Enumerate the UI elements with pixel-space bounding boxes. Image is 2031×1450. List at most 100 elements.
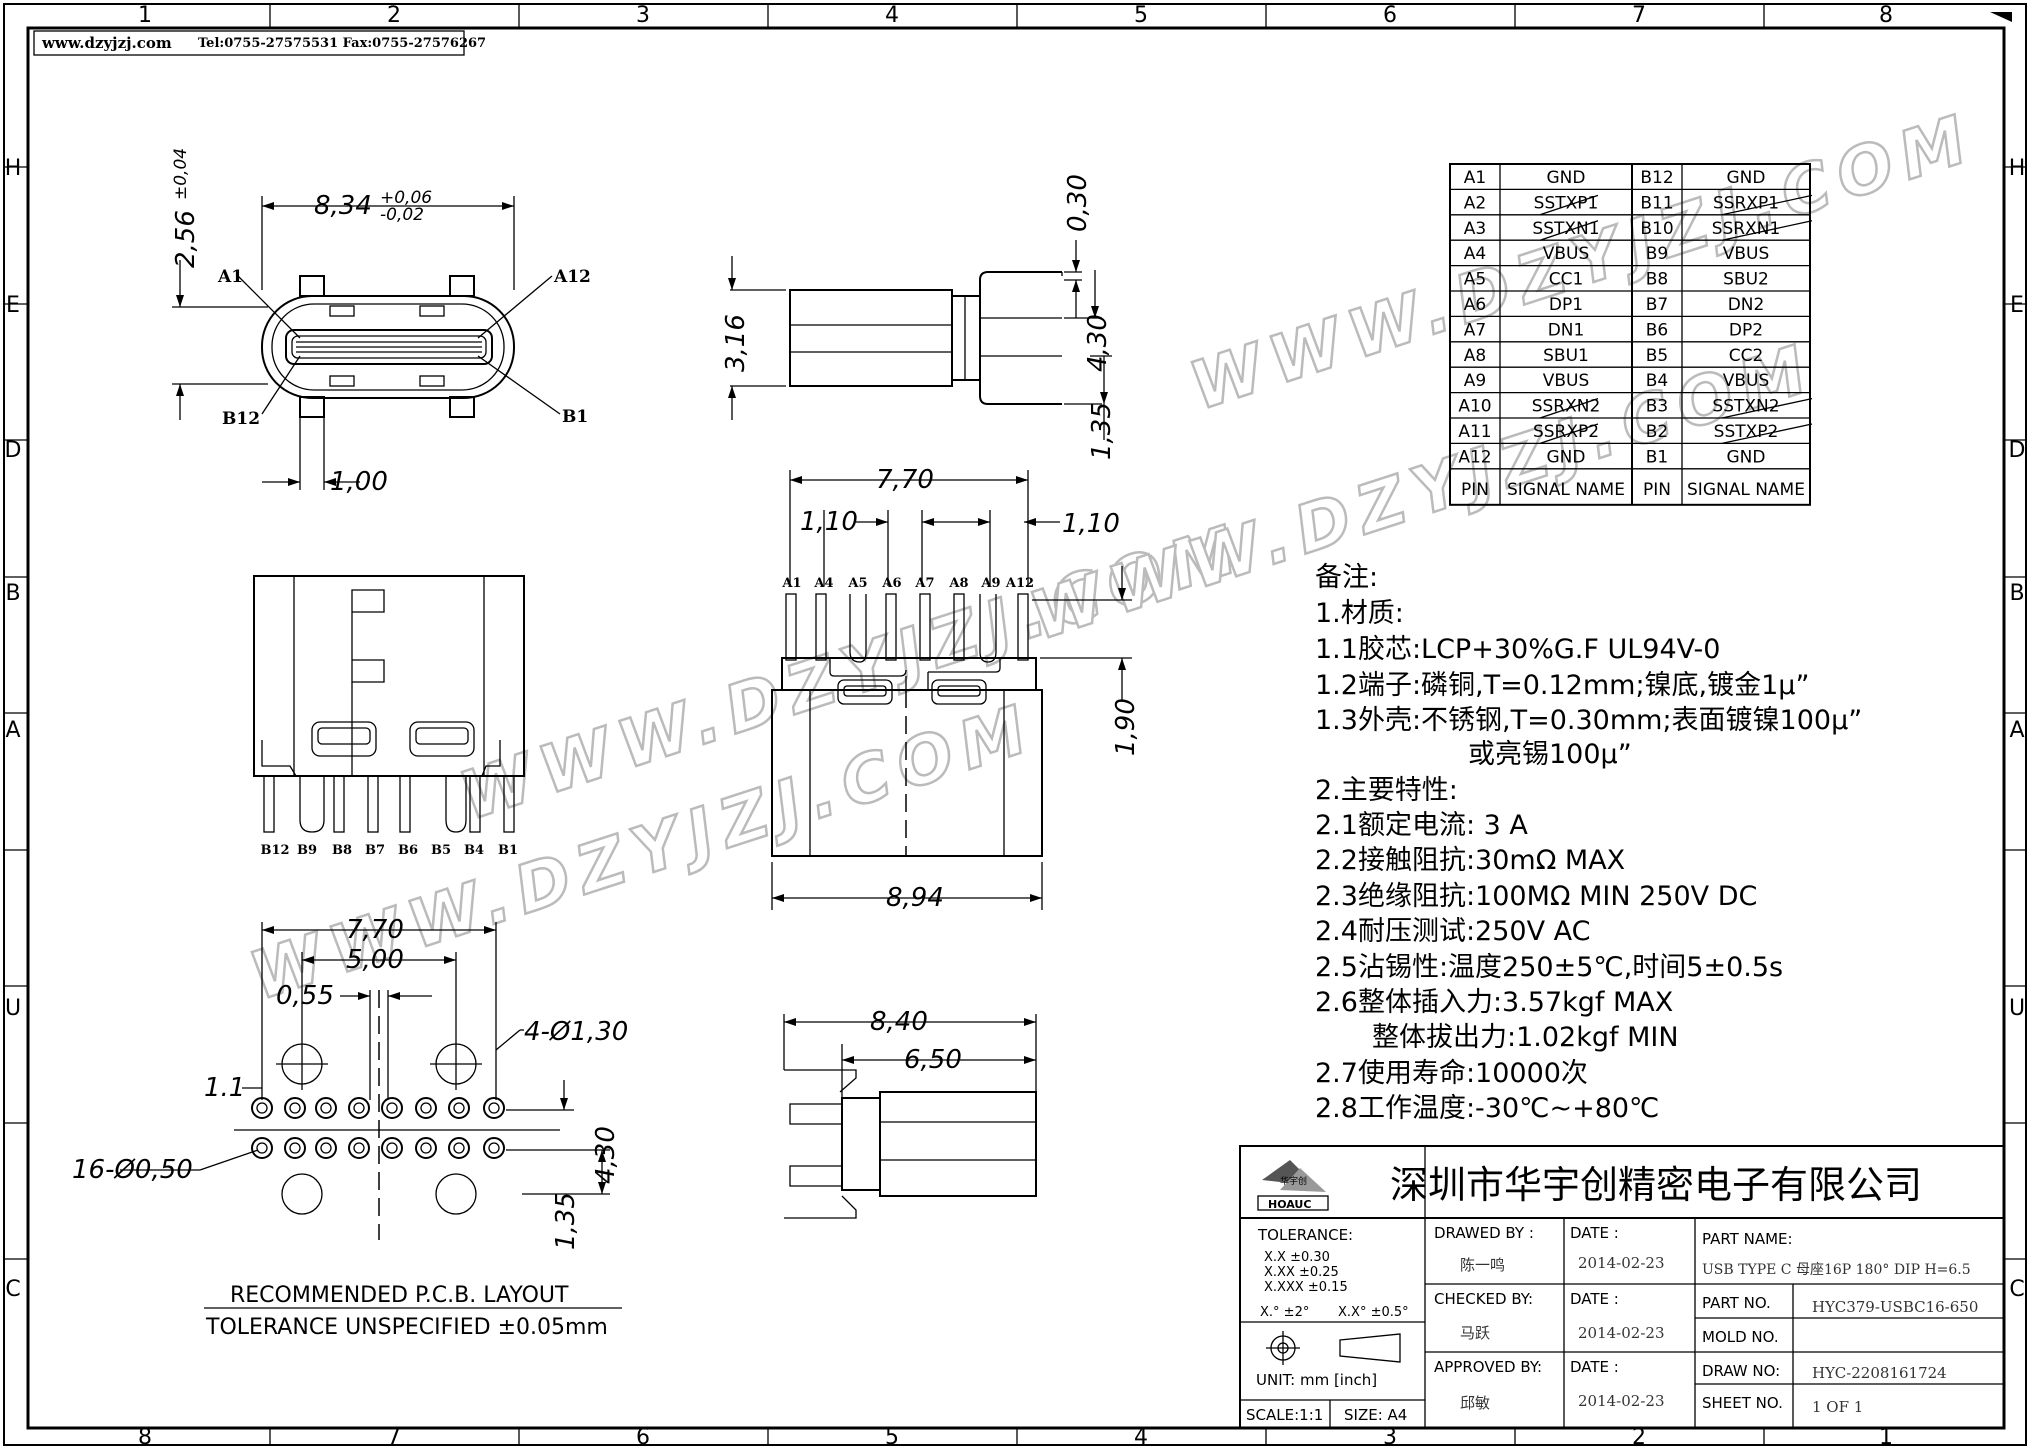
company-name: 深圳市华宇创精密电子有限公司 <box>1390 1163 1922 1207</box>
svg-text:7,70: 7,70 <box>346 915 404 945</box>
svg-text:8,40: 8,40 <box>870 1007 928 1037</box>
svg-text:CHECKED BY:: CHECKED BY: <box>1434 1290 1533 1308</box>
pcb-layout: 7,70 5,00 0,55 4-Ø1,30 1.1 16-Ø0,50 4,30… <box>72 915 628 1340</box>
svg-text:DATE :: DATE : <box>1570 1290 1619 1308</box>
pin-table-header: PIN <box>1461 480 1489 500</box>
pin-table-cell: B10 <box>1640 219 1673 239</box>
pin-table-cell: SSTXP2 <box>1714 422 1779 442</box>
svg-text:H: H <box>5 156 22 181</box>
side-view: 3,16 0,30 4,30 1,35 <box>721 174 1117 460</box>
pin-table-cell: A9 <box>1464 371 1486 391</box>
pcb-pad <box>251 1137 273 1159</box>
pcb-pad-drill <box>353 1142 365 1154</box>
svg-text:7: 7 <box>1632 3 1646 28</box>
svg-text:4,30: 4,30 <box>1083 314 1113 372</box>
svg-text:4-Ø1,30: 4-Ø1,30 <box>524 1017 628 1047</box>
pin-table-cell: B7 <box>1646 295 1668 315</box>
svg-text:D: D <box>5 438 22 463</box>
svg-text:或亮锡100μ”: 或亮锡100μ” <box>1468 739 1632 770</box>
svg-text:HOAUC: HOAUC <box>1268 1198 1311 1211</box>
svg-text:8: 8 <box>138 1425 152 1450</box>
pin-table-cell: DP2 <box>1729 320 1763 340</box>
pcb-tolerance: TOLERANCE UNSPECIFIED ±0.05mm <box>205 1315 608 1340</box>
pin-table-cell: GND <box>1727 168 1766 188</box>
pcb-pad-drill <box>320 1142 332 1154</box>
pin-table-cell: DP1 <box>1549 295 1583 315</box>
svg-text:C: C <box>5 1277 20 1302</box>
pcb-pad-drill <box>488 1142 500 1154</box>
pcb-title: RECOMMENDED P.C.B. LAYOUT <box>230 1283 569 1308</box>
svg-text:B7: B7 <box>365 843 385 858</box>
pcb-pad-drill <box>453 1102 465 1114</box>
svg-text:1,35: 1,35 <box>1087 402 1117 460</box>
svg-text:7: 7 <box>387 1425 401 1450</box>
pin-table-cell: B9 <box>1646 244 1668 264</box>
spec-notes: 备注: 1.材质: 1.1胶芯:LCP+30%G.F UL94V-0 1.2端子… <box>1315 562 1862 1124</box>
pin-table-cell: SSTXN1 <box>1532 219 1599 239</box>
svg-text:3,16: 3,16 <box>721 314 751 372</box>
svg-text:APPROVED BY:: APPROVED BY: <box>1434 1358 1542 1376</box>
pin-table-cell: B6 <box>1646 320 1668 340</box>
svg-text:USB TYPE C 母座16P 180° DIP: USB TYPE C 母座16P 180° DIP H=6.5 <box>1702 1262 1971 1278</box>
svg-text:1 OF 1: 1 OF 1 <box>1812 1398 1863 1416</box>
pin-table-cell: CC1 <box>1549 270 1584 290</box>
top-view-pin-labels: A1 A4 A5 A6 A7 A8 A9 A12 <box>781 576 1034 591</box>
pin-table-cell: GND <box>1547 168 1586 188</box>
pin-table-cell: VBUS <box>1543 244 1590 264</box>
pin-table-cell: SSRXP2 <box>1533 422 1599 442</box>
svg-text:B9: B9 <box>297 843 317 858</box>
svg-text:1.2端子:磷铜,T=0.12mm;镍底,镀金1μ”: 1.2端子:磷铜,T=0.12mm;镍底,镀金1μ” <box>1315 670 1809 701</box>
svg-text:DRAW NO:: DRAW NO: <box>1702 1362 1780 1380</box>
svg-text:A8: A8 <box>948 576 968 591</box>
svg-text:2014-02-23: 2014-02-23 <box>1578 1324 1664 1342</box>
svg-text:2.5沾锡性:温度250±5℃,时间5±0.5s: 2.5沾锡性:温度250±5℃,时间5±0.5s <box>1315 952 1783 983</box>
svg-text:1.材质:: 1.材质: <box>1315 598 1404 629</box>
side-view-2: 8,40 6,50 <box>783 1007 1037 1219</box>
dim-width: 8,34 <box>314 191 372 221</box>
svg-text:4,30: 4,30 <box>591 1126 621 1184</box>
svg-text:16-Ø0,50: 16-Ø0,50 <box>72 1155 193 1185</box>
svg-text:A1: A1 <box>217 267 243 287</box>
mount-hole <box>435 1173 477 1215</box>
svg-text:B1: B1 <box>498 843 518 858</box>
svg-text:A12: A12 <box>1005 576 1034 591</box>
pcb-pad-drill <box>420 1142 432 1154</box>
svg-text:B: B <box>5 581 20 606</box>
pin-table-cell: VBUS <box>1723 244 1770 264</box>
pin-table-cell: B12 <box>1640 168 1673 188</box>
pin-table-cell: SSRXN2 <box>1532 397 1601 417</box>
svg-text:6: 6 <box>636 1425 650 1450</box>
svg-text:5,00: 5,00 <box>346 945 404 975</box>
svg-text:H: H <box>2009 156 2026 181</box>
contact: Tel:0755-27575531 Fax:0755-27576267 <box>198 36 486 51</box>
svg-text:马跃: 马跃 <box>1460 1324 1490 1342</box>
pin-table-cell: B3 <box>1646 397 1668 417</box>
svg-text:4: 4 <box>1134 1425 1148 1450</box>
top-view: A1 A4 A5 A6 A7 A8 A9 A12 7,70 1,10 1,10 … <box>771 465 1141 913</box>
pcb-pad-drill <box>488 1102 500 1114</box>
svg-text:1: 1 <box>1879 1425 1893 1450</box>
pin-table-cell: A6 <box>1464 295 1486 315</box>
pcb-pad-drill <box>420 1102 432 1114</box>
svg-text:整体拔出力:1.02kgf MIN: 整体拔出力:1.02kgf MIN <box>1372 1022 1679 1053</box>
svg-text:B1: B1 <box>562 407 588 427</box>
title-block: 华宇创 HOAUC 深圳市华宇创精密电子有限公司 TOLERANCE: X.X … <box>1239 1145 2005 1429</box>
svg-text:DATE :: DATE : <box>1570 1224 1619 1242</box>
pin-table-cell: A8 <box>1464 346 1486 366</box>
svg-text:5: 5 <box>1134 3 1148 28</box>
pcb-pad <box>381 1137 403 1159</box>
pcb-pad-drill <box>289 1102 301 1114</box>
pcb-pad-drill <box>353 1102 365 1114</box>
pcb-pad <box>448 1097 470 1119</box>
svg-text:2.3绝缘阻抗:100MΩ MIN 250V DC: 2.3绝缘阻抗:100MΩ MIN 250V DC <box>1315 881 1757 912</box>
pin-table-cell: B8 <box>1646 270 1668 290</box>
svg-text:1,10: 1,10 <box>1062 509 1120 539</box>
svg-text:A6: A6 <box>881 576 901 591</box>
svg-text:X.XX ±0.25: X.XX ±0.25 <box>1264 1265 1339 1280</box>
bottom-view-pin-labels: B12 B9 B8 B7 B6 B5 B4 B1 <box>260 843 518 858</box>
pcb-pad <box>284 1097 306 1119</box>
mount-hole <box>281 1173 323 1215</box>
pin-table-cell: B4 <box>1646 371 1668 391</box>
pin-table-cell: SSTXP1 <box>1534 193 1599 213</box>
